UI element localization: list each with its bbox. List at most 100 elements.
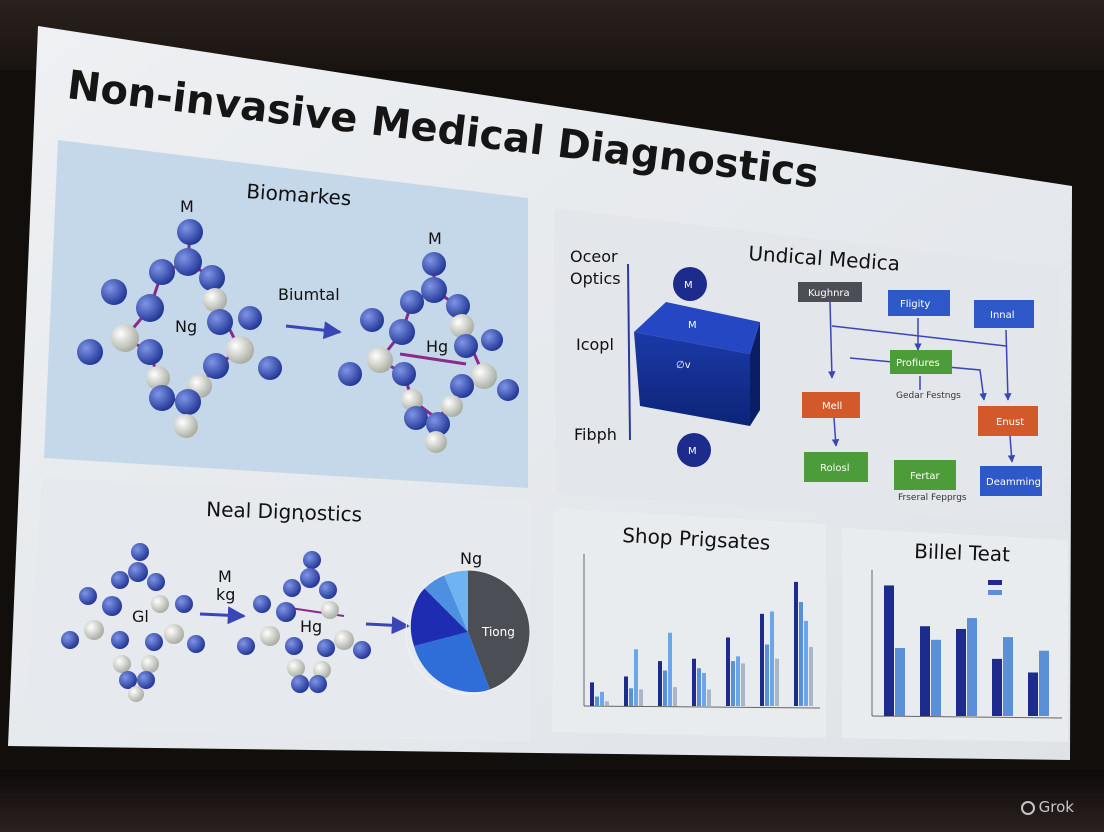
molecule-right-atoms	[338, 252, 519, 453]
svg-text:Fligity: Fligity	[900, 299, 930, 310]
shop-bars-bar-5-2	[770, 611, 774, 706]
flow-diagram: Kughnra Fligity Innal Profiures Gedar Fe…	[798, 282, 1042, 503]
svg-text:Rolosl: Rolosl	[820, 463, 850, 474]
flow-box-5: Enust	[978, 406, 1038, 436]
shop-bars-bar-1-2	[634, 649, 638, 706]
optics-circle-top-label: M	[684, 280, 693, 291]
label-gl: Gl	[132, 607, 149, 626]
shop-bars-bar-3-3	[707, 689, 711, 706]
flow-box-2: Innal	[974, 300, 1034, 328]
svg-text:Deamming: Deamming	[986, 477, 1041, 488]
molecule-neal-left	[61, 543, 205, 702]
billel-bars-bar-2-1	[967, 618, 977, 716]
shop-bars-bar-0-1	[595, 696, 599, 706]
svg-text:Profiures: Profiures	[896, 358, 940, 369]
label-ng: Ng	[175, 317, 197, 336]
reaction-arrow	[285, 321, 342, 340]
optics-divider	[627, 263, 631, 441]
shop-bars-bar-1-3	[639, 689, 643, 706]
shop-bars-bar-0-2	[600, 691, 604, 706]
optics-label-3: Fibph	[574, 425, 617, 444]
optics-circle-bottom	[677, 433, 711, 467]
arrow-neal-2	[365, 616, 410, 635]
svg-text:Innal: Innal	[990, 310, 1015, 321]
svg-text:Kughnra: Kughnra	[808, 288, 850, 299]
shop-bars-bar-4-2	[736, 656, 740, 706]
flow-box-0: Kughnra	[798, 282, 862, 302]
shop-bars-bar-0-0	[590, 682, 594, 706]
billel-bars-bar-4-0	[1028, 672, 1038, 716]
flow-box-7: Fertar	[894, 460, 956, 490]
shop-bars-bar-2-0	[658, 661, 662, 706]
label-m-right: M	[428, 229, 442, 248]
billel-chart-title: Billel Teat	[914, 539, 1011, 566]
flow-box-3: Profiures	[890, 350, 952, 374]
optics-cube: M ∅v	[634, 302, 760, 426]
shop-bars-bar-3-2	[702, 672, 706, 706]
billel-bars-bar-1-1	[931, 639, 941, 716]
pie-label: Tiong	[481, 625, 515, 639]
optics-label-2: Icopl	[576, 335, 614, 354]
arrow-neal-1	[199, 606, 246, 625]
shop-bars-bar-2-1	[663, 670, 667, 706]
label-kg: kg	[216, 585, 235, 604]
shop-bars-bar-5-1	[765, 644, 769, 706]
label-hg: Hg	[426, 337, 448, 356]
shop-bars-bar-2-2	[668, 632, 672, 706]
flow-box-8: Deamming	[980, 466, 1042, 496]
shop-bars-bar-3-0	[692, 658, 696, 706]
label-ng-neal: Ng	[460, 549, 482, 568]
flow-box-6: Rolosl	[804, 452, 868, 482]
molecule-left-atoms	[77, 219, 282, 438]
flow-note-0: Gedar Festngs	[896, 391, 961, 401]
billel-legend-swatch-1	[988, 590, 1002, 595]
room-floor	[0, 770, 1104, 832]
billel-bars-bar-2-0	[956, 628, 966, 716]
optics-label-1: Optics	[570, 269, 621, 288]
molecule-neal-right	[237, 551, 371, 693]
shop-bars-bar-6-3	[809, 646, 813, 706]
label-m-neal: M	[218, 567, 232, 586]
shop-bars-bar-6-2	[804, 620, 808, 706]
shop-bar-group	[590, 581, 813, 706]
shop-bars-bar-0-3	[605, 701, 609, 706]
svg-text:Mell: Mell	[822, 401, 842, 412]
billel-bars-bar-4-1	[1039, 650, 1049, 716]
shop-bars-bar-4-3	[741, 663, 745, 706]
optics-circle-top	[673, 267, 707, 301]
shop-bars-bar-1-1	[629, 688, 633, 706]
flow-box-4: Mell	[802, 392, 860, 418]
shop-bars-bar-1-0	[624, 676, 628, 706]
billel-bars-bar-0-1	[895, 648, 905, 716]
flow-box-1: Fligity	[888, 290, 950, 316]
shop-bars-bar-5-0	[760, 613, 764, 706]
shop-bars-bar-4-1	[731, 661, 735, 706]
optics-label-0: Oceor	[570, 247, 618, 266]
neal-title: Neal Digꞑostics	[206, 497, 363, 526]
flow-note-1: Frseral Fepprgs	[898, 493, 967, 503]
shop-bars-bar-5-3	[775, 658, 779, 706]
label-hg-neal: Hg	[300, 617, 322, 636]
optics-circle-bottom-label: M	[688, 446, 697, 457]
biomarkers-panel: Biomarkes M M Ng Hg Biumtal	[44, 140, 528, 488]
neal-diagnostics-panel: Neal Digꞑostics M kg Gl Hg Ng	[24, 478, 531, 742]
billel-bars-bar-0-0	[884, 585, 894, 716]
svg-text:Fertar: Fertar	[910, 471, 941, 482]
shop-chart-panel: Shop Prigsates	[552, 508, 826, 738]
billel-bars-bar-1-0	[920, 626, 930, 716]
cube-label-mid: ∅v	[676, 360, 691, 371]
shop-bars-bar-4-0	[726, 637, 730, 706]
shop-bars-bar-6-1	[799, 602, 803, 706]
optics-panel: Oceor Optics Icopl Fibph M M M ∅v Undica…	[554, 208, 1062, 526]
billel-bars-bar-3-0	[992, 658, 1002, 716]
billel-chart-panel: Billel Teat	[842, 528, 1068, 742]
grok-logo-icon	[1020, 801, 1035, 815]
shop-bars-bar-6-0	[794, 581, 798, 706]
billel-legend-swatch-0	[988, 580, 1002, 585]
grok-watermark: Grok	[1020, 798, 1074, 816]
shop-bars-bar-2-3	[673, 687, 677, 706]
billel-bars-bar-3-1	[1003, 637, 1013, 716]
billel-bar-group	[884, 585, 1049, 716]
label-m-left: M	[180, 197, 194, 216]
